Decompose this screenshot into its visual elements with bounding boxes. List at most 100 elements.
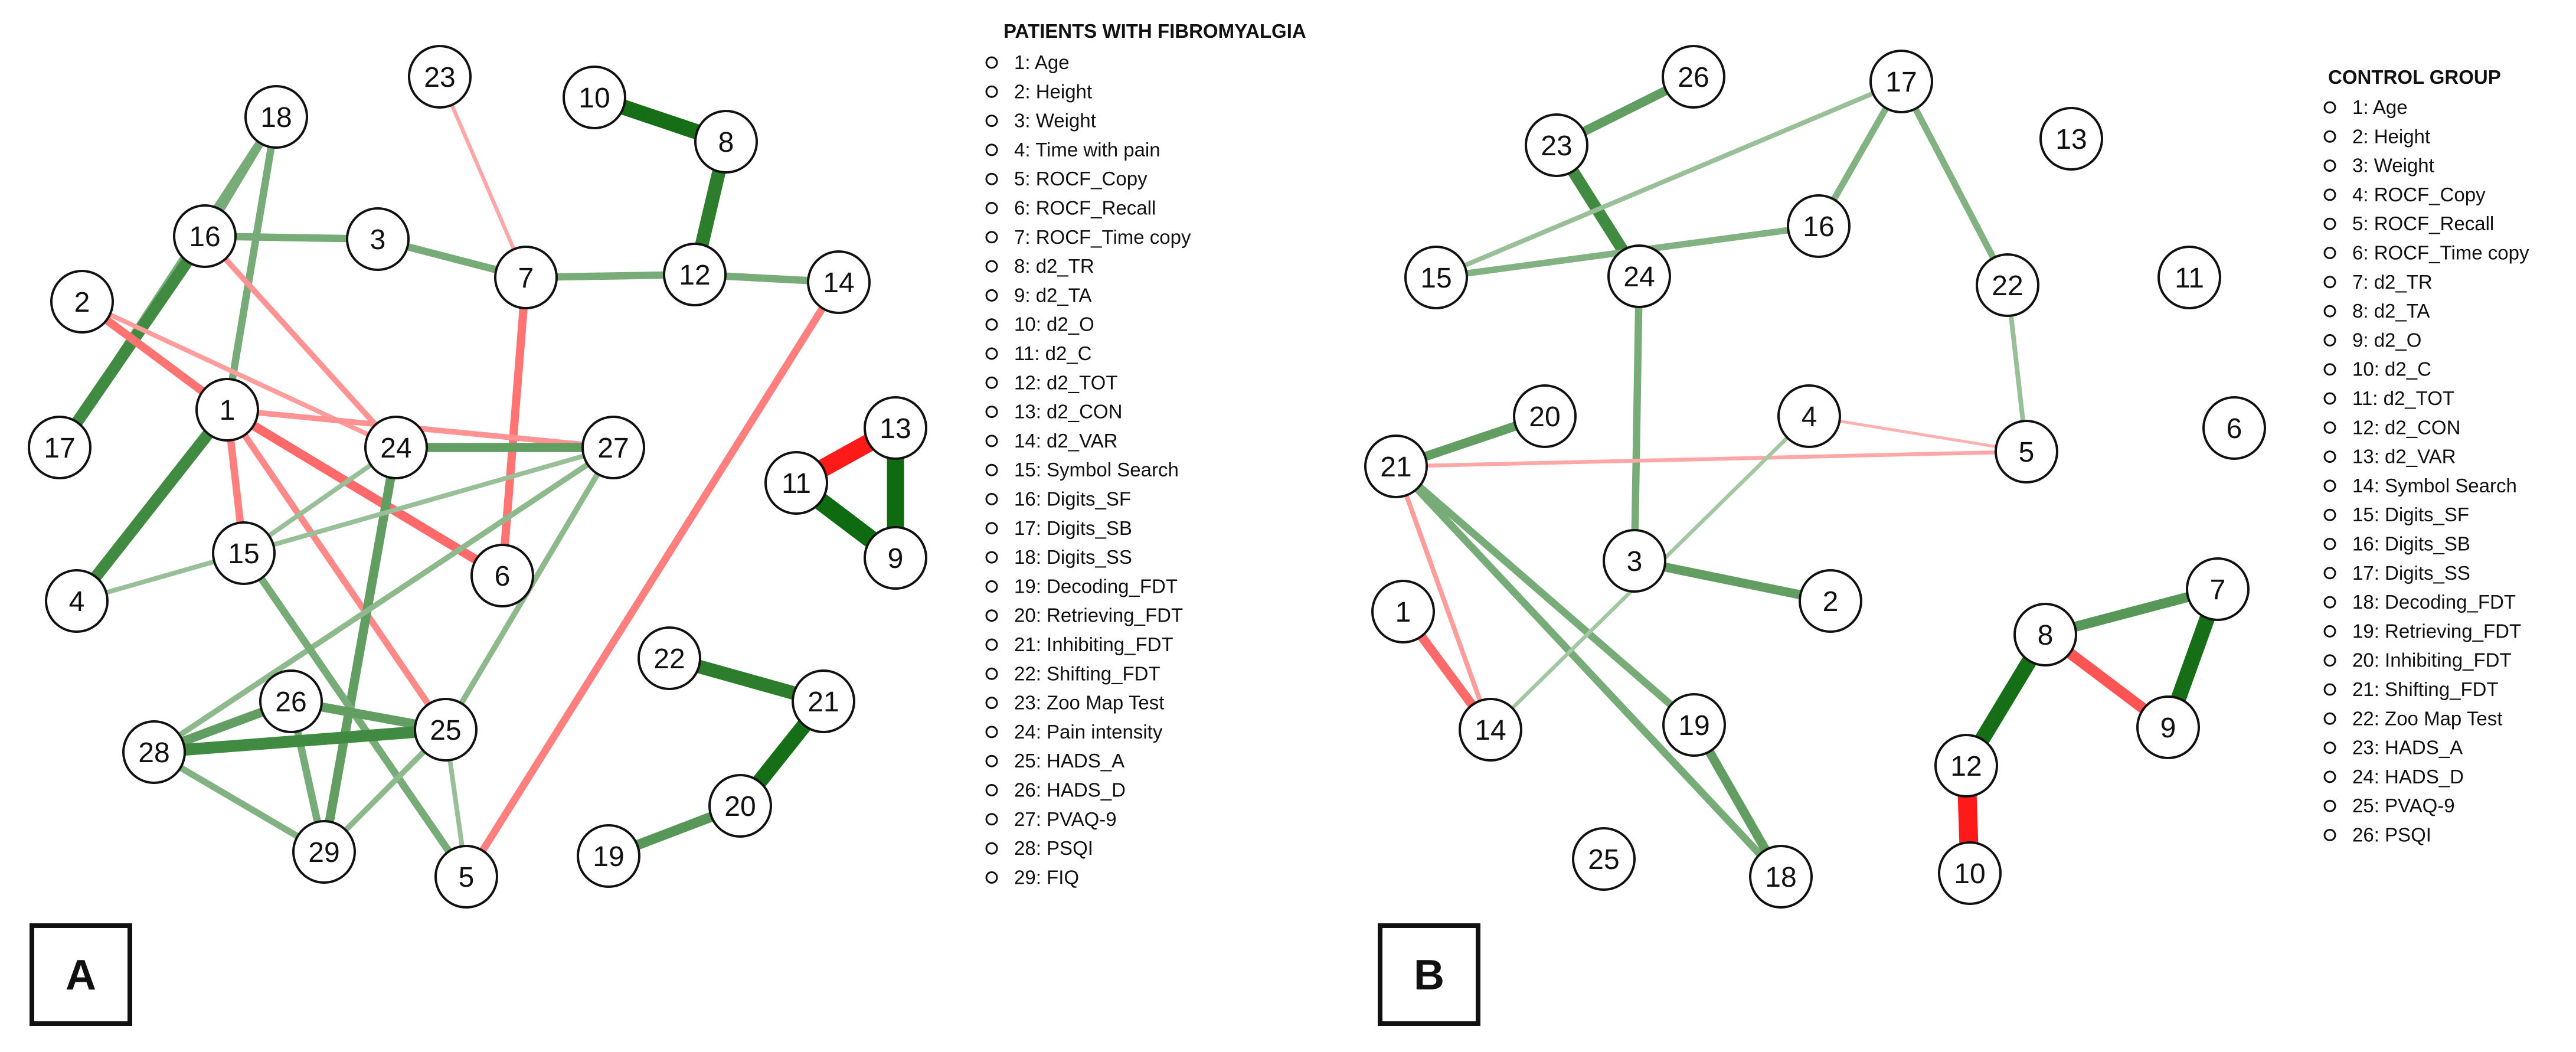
legend-bullet-icon	[2323, 392, 2336, 405]
legend-item-label: 27: PVAQ-9	[1014, 808, 1117, 830]
node-label: 12	[1950, 751, 1982, 782]
node-label: 1	[1395, 597, 1411, 628]
edge-28-29	[152, 749, 326, 855]
node-label: 14	[823, 267, 854, 299]
legend-bullet-icon	[985, 347, 998, 360]
edge-7-6	[498, 277, 530, 576]
legend-item: 7: d2_TR	[2323, 271, 2433, 293]
legend-item: 7: ROCF_Time copy	[985, 226, 1191, 248]
legend-item-label: 17: Digits_SS	[2352, 562, 2470, 584]
legend-item: 17: Digits_SB	[985, 517, 1132, 539]
node-label: 28	[138, 737, 169, 769]
node-label: 8	[718, 127, 734, 158]
edge-21-14	[1394, 465, 1493, 731]
node-label: 13	[2055, 124, 2087, 155]
legend-item: 3: Weight	[985, 110, 1096, 132]
legend-bullet-icon	[985, 318, 998, 331]
legend-item: 14: Symbol Search	[2323, 475, 2517, 496]
node-22: 22	[638, 626, 701, 690]
node-18: 18	[244, 85, 308, 149]
legend-bullet-icon	[985, 813, 998, 826]
node-17: 17	[28, 416, 91, 479]
legend-item-label: 26: HADS_D	[1014, 779, 1126, 801]
legend-item-label: 16: Digits_SB	[2352, 533, 2470, 555]
legend-bullet-icon	[2323, 247, 2336, 259]
legend-item-label: 5: ROCF_Recall	[2352, 213, 2494, 234]
node-14: 14	[807, 250, 871, 314]
node-label: 22	[1992, 270, 2023, 302]
edge-23-7	[438, 76, 528, 279]
legend-item-label: 6: ROCF_Time copy	[2352, 242, 2529, 264]
node-28: 28	[122, 720, 186, 784]
legend-item: 8: d2_TA	[2323, 300, 2430, 322]
edge-18-1	[223, 116, 280, 411]
legend-item-label: 18: Digits_SS	[1014, 546, 1132, 568]
node-5: 5	[1995, 420, 2058, 483]
legend-item: 16: Digits_SF	[985, 488, 1131, 510]
node-18: 18	[1749, 845, 1813, 909]
legend-bullet-icon	[985, 667, 998, 680]
legend-bullet-icon	[985, 842, 998, 855]
legend-bullet-icon	[985, 463, 998, 476]
edge-21-19	[1393, 463, 1697, 728]
legend-item: 18: Decoding_FDT	[2323, 591, 2516, 613]
node-label: 7	[2210, 574, 2226, 606]
node-27: 27	[581, 416, 645, 479]
node-label: 24	[1623, 262, 1655, 293]
legend-bullet-icon	[2323, 799, 2336, 812]
legend-item: 21: Shifting_FDT	[2323, 678, 2499, 700]
legend-item-label: 7: d2_TR	[2352, 271, 2433, 293]
legend-item: 16: Digits_SB	[2323, 533, 2470, 555]
panel-letter-b: B	[1378, 923, 1480, 1026]
legend-item-label: 9: d2_O	[2352, 329, 2421, 351]
legend-bullet-icon	[2323, 305, 2336, 318]
legend-item: 24: Pain intensity	[985, 721, 1163, 743]
panel-letter-a: A	[30, 923, 132, 1026]
legend-item: 19: Retrieving_FDT	[2323, 620, 2521, 642]
legend-item: 13: d2_VAR	[2323, 446, 2456, 468]
node-label: 1	[220, 395, 236, 426]
legend-bullet-icon	[2323, 421, 2336, 434]
legend-item: 1: Age	[2323, 96, 2408, 118]
node-label: 20	[1529, 401, 1560, 433]
legend-item: 22: Shifting_FDT	[985, 662, 1160, 684]
legend-bullet-icon	[985, 406, 998, 419]
edge-28-25	[153, 724, 446, 758]
legend-bullet-icon	[985, 638, 998, 651]
node-23: 23	[408, 45, 472, 109]
legend-item: 6: ROCF_Time copy	[2323, 242, 2529, 264]
legend-bullet-icon	[985, 697, 998, 710]
legend-item: 25: HADS_A	[985, 750, 1124, 772]
legend-item: 18: Digits_SS	[985, 546, 1132, 568]
legend-bullet-icon	[985, 754, 998, 767]
node-23: 23	[1525, 113, 1588, 177]
legend-item-label: 25: HADS_A	[1014, 750, 1124, 772]
legend-item-label: 24: Pain intensity	[1014, 721, 1163, 743]
legend-item: 21: Inhibiting_FDT	[985, 633, 1173, 655]
legend-item-label: 12: d2_TOT	[1014, 371, 1118, 393]
legend-item-label: 7: ROCF_Time copy	[1014, 226, 1191, 248]
edge-24-3	[1630, 276, 1643, 561]
legend-item-label: 4: Time with pain	[1014, 139, 1160, 161]
legend-item-label: 26: PSQI	[2352, 824, 2431, 846]
node-10: 10	[563, 66, 626, 129]
node-20: 20	[708, 774, 772, 838]
node-14: 14	[1459, 698, 1522, 762]
legend-item: 28: PSQI	[985, 837, 1093, 859]
legend-item-label: 23: HADS_A	[2352, 737, 2463, 759]
legend-bullet-icon	[985, 784, 998, 796]
legend-item-label: 14: d2_VAR	[1014, 430, 1118, 452]
legend-item-label: 13: d2_VAR	[2352, 446, 2456, 468]
node-label: 12	[679, 260, 710, 291]
node-label: 3	[1627, 546, 1643, 577]
legend-bullet-icon	[2323, 625, 2336, 638]
legend-item: 3: Weight	[2323, 155, 2434, 177]
legend-bullet-icon	[2323, 508, 2336, 521]
node-label: 26	[275, 687, 306, 718]
legend-item-label: 15: Symbol Search	[1014, 459, 1179, 481]
legend-bullet-icon	[985, 580, 998, 593]
node-label: 24	[380, 433, 411, 464]
legend-bullet-icon	[985, 376, 998, 389]
legend-item-label: 1: Age	[1014, 51, 1070, 73]
